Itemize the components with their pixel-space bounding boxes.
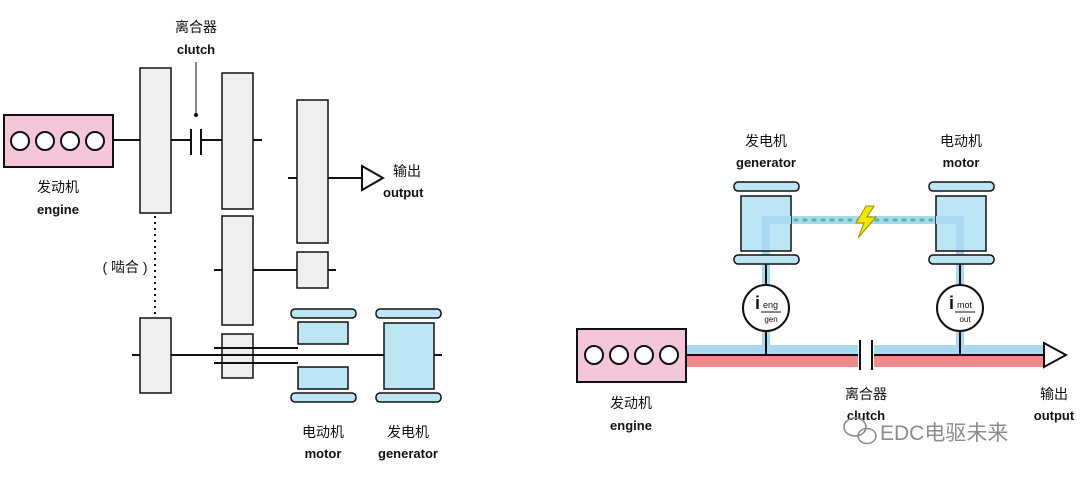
clutch-symbol (190, 62, 222, 155)
engine-block (3, 114, 114, 168)
clutch-label-en: clutch (177, 42, 215, 57)
clutch-label-cn: 离合器 (175, 19, 217, 35)
right-output-arrow (1043, 341, 1069, 369)
generator-block (375, 308, 442, 403)
right-motor-label-cn: 电动机 (940, 133, 982, 149)
lightning-bolt-icon (855, 205, 878, 239)
right-motor-label-en: motor (943, 155, 980, 170)
output-gear (296, 99, 329, 244)
engine-label-en: engine (37, 202, 79, 217)
left-diagram: 发动机 engine 离合器 clutch 输出 output (3, 19, 442, 461)
mot-ratio-circle: i mot out (936, 284, 984, 332)
output-label-cn: 输出 (393, 163, 421, 179)
right-engine-label-cn: 发动机 (610, 395, 652, 411)
output-label-en: output (383, 185, 424, 200)
generator-label-cn: 发电机 (387, 424, 429, 440)
engine-label-cn: 发动机 (37, 179, 79, 195)
gen-ratio-symbol: i (755, 293, 760, 313)
watermark-text: EDC电驱未来 (880, 422, 1008, 445)
clutch-gear (221, 72, 254, 210)
input-gear (139, 67, 172, 214)
mot-ratio-sub: mot (957, 300, 973, 310)
watermark: EDC电驱未来 (843, 417, 1008, 445)
engine-lower-gear (139, 317, 172, 394)
motor-block (290, 308, 357, 403)
right-output-label-cn: 输出 (1040, 386, 1068, 402)
right-generator-label-cn: 发电机 (745, 133, 787, 149)
generator-label-en: generator (378, 446, 438, 461)
gen-ratio-den: gen (764, 315, 777, 324)
right-diagram: 发动机 engine 发电机 generator 电动机 motor (576, 133, 1075, 433)
mesh-label: ( 啮合 ) (102, 259, 147, 275)
right-clutch-label-en: clutch (847, 408, 885, 423)
idler-gear (296, 251, 329, 289)
mot-ratio-symbol: i (949, 293, 954, 313)
wechat-icon (843, 417, 877, 445)
right-output-label-en: output (1034, 408, 1075, 423)
right-engine-label-en: engine (610, 418, 652, 433)
right-generator-label-en: generator (736, 155, 796, 170)
output-arrow (361, 164, 386, 192)
mot-ratio-den: out (959, 315, 971, 324)
motor-label-en: motor (305, 446, 342, 461)
right-clutch-label-cn: 离合器 (845, 386, 887, 402)
gen-ratio-sub: eng (763, 300, 778, 310)
intermediate-gear (221, 215, 254, 326)
motor-label-cn: 电动机 (302, 424, 344, 440)
right-engine-block (576, 328, 687, 383)
gen-ratio-circle: i eng gen (742, 284, 790, 332)
